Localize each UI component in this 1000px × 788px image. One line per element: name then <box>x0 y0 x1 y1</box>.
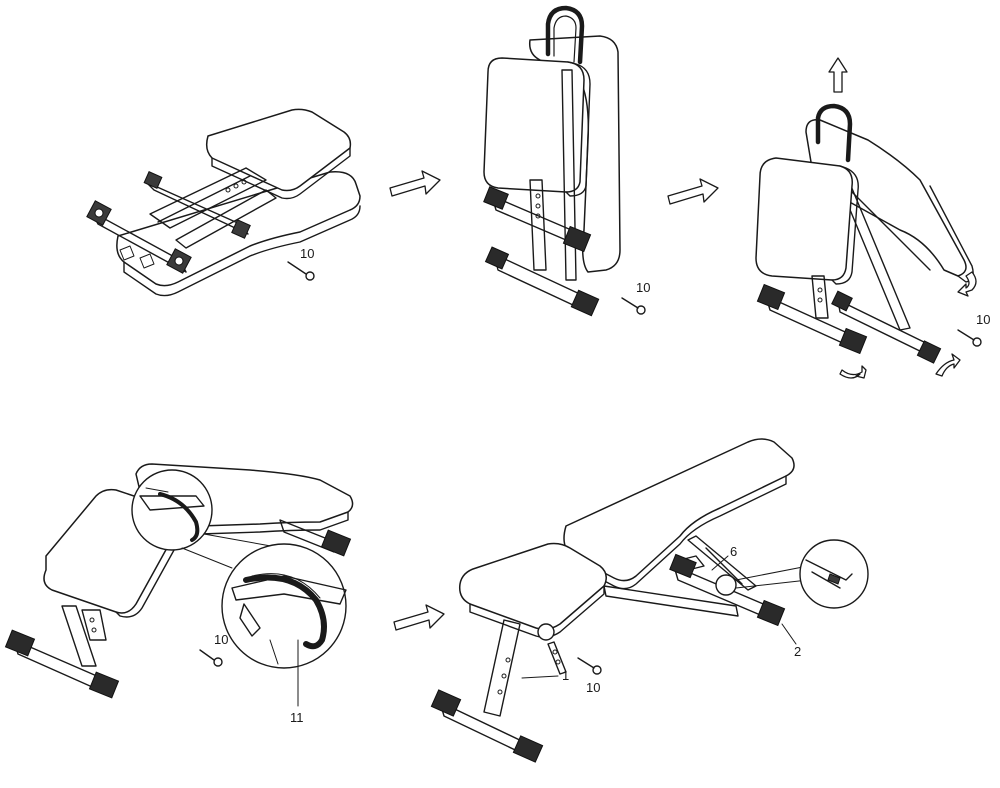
step-arrow-1 <box>389 170 441 197</box>
step5-strut-label: 6 <box>730 544 737 559</box>
step4-callouts: 10 11 <box>199 632 304 725</box>
step-arrow-2 <box>667 178 719 205</box>
step2-standing-bench <box>483 5 621 317</box>
step1-folded-bench <box>86 108 361 297</box>
step5-pin-label: 10 <box>586 680 600 695</box>
step2-pin: 10 <box>621 280 650 315</box>
step4-pin-label: 10 <box>214 632 228 647</box>
step3-callout-label: 10 <box>976 312 990 327</box>
step1-callout-label: 10 <box>300 246 314 261</box>
step1-pin: 10 <box>287 246 315 281</box>
up-arrow <box>828 57 848 93</box>
step-arrow-4 <box>393 604 445 631</box>
step3-pin: 10 <box>957 312 990 347</box>
step5-leg-label: 1 <box>562 668 569 683</box>
step3-unfolding-bench <box>755 57 977 379</box>
step5-assembled-bench <box>430 438 869 763</box>
step5-foot-label: 2 <box>794 644 801 659</box>
step4-bench-detail <box>4 463 354 699</box>
step5-callouts: 10 1 6 2 <box>521 544 801 695</box>
step2-callout-label: 10 <box>636 280 650 295</box>
step4-knob-label: 11 <box>290 710 304 725</box>
